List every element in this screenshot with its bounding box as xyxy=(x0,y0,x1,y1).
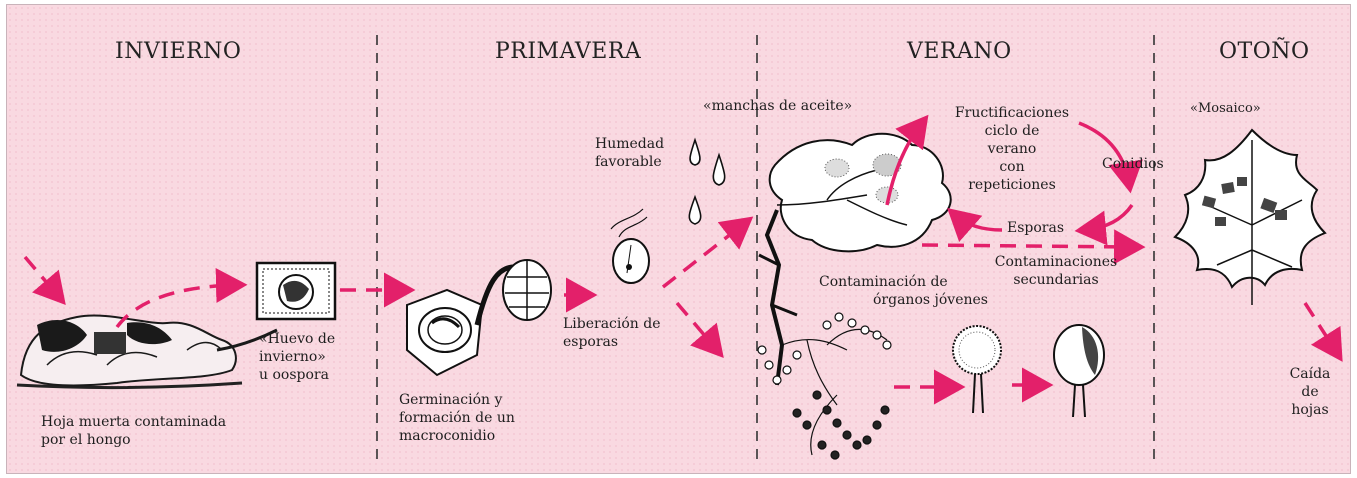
arrow-secondary-infection xyxy=(922,245,1135,247)
diagram-panel: INVIERNO PRIMAVERA VERANO OTOÑO Hoja mue… xyxy=(6,4,1351,474)
infected-berry-icon xyxy=(953,326,1001,413)
conidia-label: Conidios xyxy=(1102,155,1164,173)
arrow-leaf-fall xyxy=(1305,303,1337,353)
spores-label: Esporas xyxy=(1007,219,1064,237)
arrow-conidia-to-spores xyxy=(1085,205,1132,230)
dead-leaf-icon xyxy=(21,315,277,385)
arrow-fructifications-to-conidia xyxy=(1079,123,1129,183)
arrow-into-leaf xyxy=(25,257,59,297)
oospore-icon xyxy=(257,263,335,319)
arrow-release-to-leaf xyxy=(663,223,745,287)
vine-leaf-icon xyxy=(759,134,951,385)
mosaic-leaf-icon xyxy=(1175,130,1325,305)
arrow-spores-to-leaf xyxy=(955,215,1002,230)
germination-icon xyxy=(407,260,551,375)
season-title-spring: PRIMAVERA xyxy=(495,39,641,64)
water-drops-icon xyxy=(689,140,724,224)
oil-spots-label: «manchas de aceite» xyxy=(703,97,852,115)
mosaic-label: «Mosaico» xyxy=(1190,100,1261,118)
season-title-autumn: OTOÑO xyxy=(1219,39,1310,64)
sporangium-icon xyxy=(611,209,649,283)
season-title-summer: VERANO xyxy=(907,39,1012,64)
illustration-layer xyxy=(7,5,1351,474)
arrow-release-to-organs xyxy=(677,303,717,350)
season-title-winter: INVIERNO xyxy=(115,39,241,64)
mature-berry-icon xyxy=(1054,325,1104,417)
